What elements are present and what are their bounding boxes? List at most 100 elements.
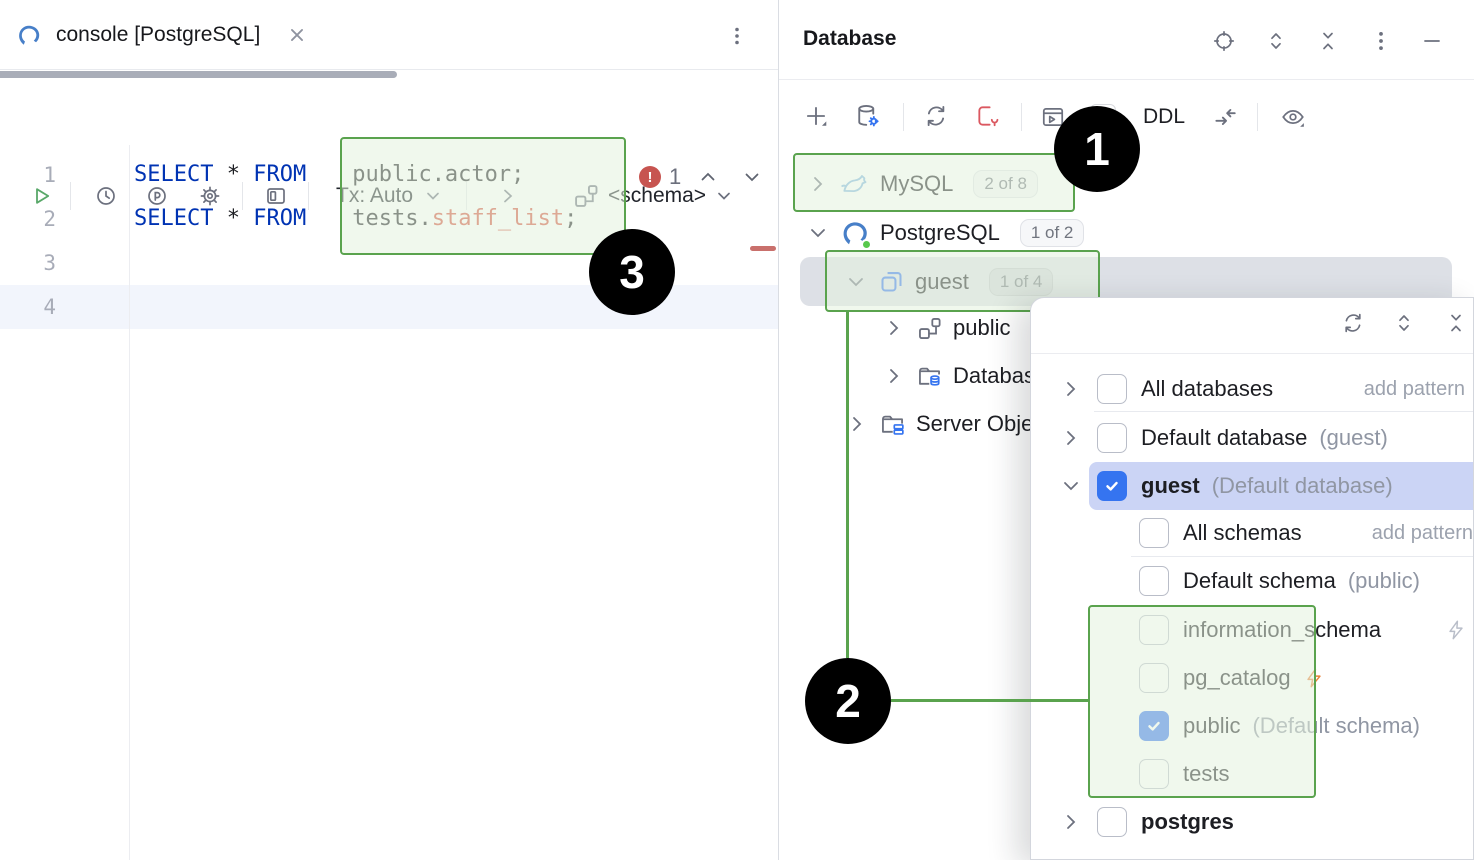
expand-all-icon[interactable] bbox=[1392, 311, 1416, 335]
line-number: 2 bbox=[43, 207, 56, 231]
line-number: 1 bbox=[43, 163, 56, 187]
popup-row-pg-catalog[interactable]: pg_catalog bbox=[1031, 654, 1473, 702]
editor-pane: console [PostgreSQL] bbox=[0, 0, 778, 860]
add-pattern-link[interactable]: add pattern bbox=[1363, 377, 1465, 400]
callout-2-number: 2 bbox=[835, 675, 861, 727]
error-stripe-mark[interactable] bbox=[750, 246, 776, 251]
row-label: All databases bbox=[1141, 376, 1274, 401]
chevron-right-icon[interactable] bbox=[1059, 377, 1083, 401]
chevron-right-icon[interactable] bbox=[1059, 810, 1083, 834]
previous-error-icon[interactable] bbox=[697, 166, 719, 188]
tab-bar-more-icon[interactable] bbox=[727, 26, 747, 46]
jump-to-console-icon[interactable] bbox=[1040, 104, 1066, 130]
checkbox[interactable] bbox=[1139, 615, 1169, 645]
tree-label: MySQL bbox=[880, 171, 954, 196]
error-badge-icon: ! bbox=[639, 166, 661, 188]
jump-to-ddl-icon[interactable] bbox=[1212, 104, 1238, 130]
annotation-connector-vertical bbox=[846, 312, 849, 658]
chevron-right-icon[interactable] bbox=[882, 364, 906, 388]
chevron-right-icon[interactable] bbox=[882, 316, 906, 340]
row-label: Default database bbox=[1141, 425, 1308, 450]
checkbox[interactable] bbox=[1139, 566, 1169, 596]
row-label: information_schema bbox=[1183, 617, 1382, 642]
refresh-icon[interactable] bbox=[923, 103, 949, 129]
chevron-right-icon[interactable] bbox=[845, 412, 869, 436]
settings-gear-icon[interactable] bbox=[198, 184, 222, 208]
checkbox[interactable] bbox=[1097, 807, 1127, 837]
history-icon[interactable] bbox=[94, 184, 118, 208]
parameters-icon[interactable] bbox=[145, 184, 169, 208]
add-pattern-link[interactable]: add pattern bbox=[1371, 521, 1473, 544]
tree-row-mysql[interactable]: MySQL 2 of 8 bbox=[806, 160, 1038, 208]
next-error-icon[interactable] bbox=[741, 166, 763, 188]
popup-row-tests[interactable]: tests bbox=[1031, 750, 1473, 798]
checkbox[interactable] bbox=[1097, 374, 1127, 404]
locate-object-icon[interactable] bbox=[1212, 29, 1236, 53]
callout-2: 2 bbox=[805, 658, 891, 744]
new-datasource-icon[interactable] bbox=[803, 103, 829, 129]
callout-3-number: 3 bbox=[619, 246, 645, 298]
editor-tab-bar: console [PostgreSQL] bbox=[0, 0, 778, 78]
row-suffix: (guest) bbox=[1319, 425, 1388, 450]
annotation-connector-horizontal bbox=[891, 699, 1088, 702]
popup-row-public[interactable]: public (Default schema) bbox=[1031, 702, 1473, 750]
datasource-properties-icon[interactable] bbox=[854, 102, 882, 130]
tree-label: public bbox=[953, 315, 1011, 340]
tree-row-public-schema[interactable]: public bbox=[882, 304, 1010, 352]
tool-window-header: Database bbox=[779, 0, 1474, 80]
disconnect-icon[interactable] bbox=[975, 103, 1001, 129]
ddl-mapping-button[interactable]: DDL bbox=[1143, 105, 1186, 128]
toolbar-separator bbox=[308, 182, 309, 210]
popup-row-postgres[interactable]: postgres bbox=[1031, 798, 1473, 846]
error-count: 1 bbox=[669, 164, 682, 189]
checkbox[interactable] bbox=[1139, 663, 1169, 693]
chevron-right-icon[interactable] bbox=[806, 172, 830, 196]
collapse-all-icon[interactable] bbox=[1444, 311, 1468, 335]
expand-all-icon[interactable] bbox=[1264, 29, 1288, 53]
row-suffix: (Default schema) bbox=[1252, 713, 1420, 738]
chevron-right-icon[interactable] bbox=[1059, 426, 1083, 450]
pane-divider[interactable] bbox=[778, 0, 779, 860]
collapse-all-icon[interactable] bbox=[1316, 29, 1340, 53]
checkbox[interactable] bbox=[1097, 423, 1127, 453]
tab-console-postgresql[interactable]: console [PostgreSQL] bbox=[16, 0, 306, 70]
popup-row-guest[interactable]: guest (Default database) bbox=[1031, 462, 1473, 510]
popup-separator bbox=[1094, 411, 1473, 412]
row-label: guest bbox=[1141, 473, 1200, 498]
folder-server-icon bbox=[882, 415, 904, 435]
chevron-down-icon[interactable] bbox=[806, 221, 830, 245]
sql-semicolon: ; bbox=[564, 206, 578, 231]
tab-close-icon[interactable] bbox=[288, 26, 306, 44]
tab-scrollbar-thumb[interactable] bbox=[0, 71, 397, 78]
hide-tool-window-icon[interactable] bbox=[1420, 29, 1444, 53]
refresh-icon[interactable] bbox=[1341, 311, 1365, 335]
view-options-icon[interactable] bbox=[1279, 104, 1307, 130]
row-label: public bbox=[1183, 713, 1241, 738]
toolbar-separator bbox=[1021, 103, 1022, 131]
popup-row-information-schema[interactable]: information_schema bbox=[1031, 606, 1473, 654]
checkbox[interactable] bbox=[1139, 518, 1169, 548]
popup-row-all-schemas[interactable]: All schemas add pattern bbox=[1031, 509, 1473, 557]
popup-row-default-database[interactable]: Default database (guest) bbox=[1031, 414, 1473, 462]
callout-3: 3 bbox=[589, 229, 675, 315]
row-suffix: (public) bbox=[1347, 568, 1420, 593]
toolbar-separator bbox=[242, 182, 243, 210]
run-button[interactable] bbox=[30, 184, 54, 208]
object-count-badge: 1 of 4 bbox=[988, 267, 1054, 296]
checkbox-checked[interactable] bbox=[1139, 711, 1169, 741]
chevron-down-icon[interactable] bbox=[1059, 474, 1083, 498]
folder-database-icon bbox=[919, 367, 941, 387]
checkbox[interactable] bbox=[1139, 759, 1169, 789]
tree-row-postgresql[interactable]: PostgreSQL 1 of 2 bbox=[806, 209, 1085, 257]
popup-row-default-schema[interactable]: Default schema (public) bbox=[1031, 557, 1473, 605]
chevron-down-icon[interactable] bbox=[844, 270, 868, 294]
row-label: tests bbox=[1183, 761, 1230, 786]
tool-window-options-icon[interactable] bbox=[1370, 29, 1392, 53]
gutter-border bbox=[129, 145, 130, 860]
in-editor-results-icon[interactable] bbox=[264, 184, 288, 208]
popup-row-all-databases[interactable]: All databases add pattern bbox=[1031, 365, 1473, 413]
tree-label: PostgreSQL bbox=[880, 220, 1000, 245]
checkbox-checked[interactable] bbox=[1097, 471, 1127, 501]
